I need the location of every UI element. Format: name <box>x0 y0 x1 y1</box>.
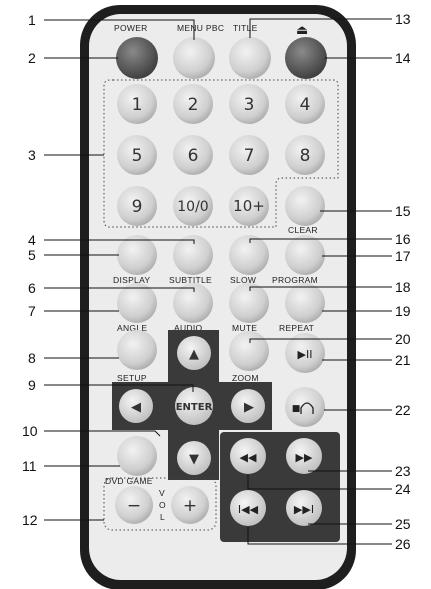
key-10-plus-label: 10+ <box>233 197 265 215</box>
callout-25: 25 <box>395 516 411 532</box>
callout-26: 26 <box>395 536 411 552</box>
callout-20: 20 <box>395 331 411 347</box>
key-10-0-label: 10/0 <box>177 199 208 215</box>
forward-icon: ▶▶ <box>296 451 313 464</box>
key-9-label: 9 <box>132 197 143 217</box>
repeat-button[interactable] <box>285 283 325 323</box>
arrow-down-icon: ▼ <box>189 452 199 467</box>
arrow-right-icon: ▶ <box>244 400 254 415</box>
program-label: PROGRAM <box>272 275 318 285</box>
setup-button[interactable] <box>117 330 157 370</box>
key-2-label: 2 <box>188 95 199 115</box>
volume-down-label: − <box>127 496 141 516</box>
display-label: DISPLAY <box>113 275 150 285</box>
dvd-game-button[interactable] <box>117 436 157 476</box>
key-3-label: 3 <box>244 95 255 115</box>
callout-18: 18 <box>395 279 411 295</box>
vol-label-o: O <box>159 500 166 510</box>
key-8-label: 8 <box>300 146 311 166</box>
callout-5: 5 <box>28 247 36 263</box>
enter-label: ENTER <box>176 402 213 413</box>
clear-button[interactable] <box>285 186 325 226</box>
callout-6: 6 <box>28 280 36 296</box>
menu-pbc-label: MENU PBC <box>177 23 224 33</box>
key-1-label: 1 <box>132 95 143 115</box>
eject-button[interactable] <box>285 37 327 79</box>
display-button[interactable] <box>117 235 157 275</box>
callout-13: 13 <box>395 11 411 27</box>
key-7-label: 7 <box>244 146 255 166</box>
callout-7: 7 <box>28 303 36 319</box>
volume-up-label: + <box>183 496 197 516</box>
mute-button[interactable] <box>229 283 269 323</box>
callout-17: 17 <box>395 248 411 264</box>
callout-14: 14 <box>395 50 411 66</box>
eject-icon: ⏏ <box>296 23 308 38</box>
program-button[interactable] <box>285 235 325 275</box>
callout-23: 23 <box>395 463 411 479</box>
repeat-label: REPEAT <box>279 323 314 333</box>
title-label: TITLE <box>233 23 258 33</box>
menu-pbc-button[interactable] <box>173 37 215 79</box>
callout-9: 9 <box>28 377 36 393</box>
vol-label-v: V <box>159 488 165 498</box>
previous-icon: I◀◀ <box>238 503 259 516</box>
zoom-button[interactable] <box>229 331 269 371</box>
audio-button[interactable] <box>173 283 213 323</box>
key-5-label: 5 <box>132 146 143 166</box>
callout-1: 1 <box>28 12 36 28</box>
zoom-label: ZOOM <box>232 373 259 383</box>
callout-22: 22 <box>395 402 411 418</box>
callout-2: 2 <box>28 50 36 66</box>
setup-label: SETUP <box>117 373 147 383</box>
play-pause-icon: ▶II <box>298 348 313 361</box>
callout-19: 19 <box>395 303 411 319</box>
next-icon: ▶▶I <box>294 503 314 516</box>
callout-21: 21 <box>395 352 411 368</box>
stop-icon: ■ <box>292 404 301 414</box>
callout-24: 24 <box>395 481 411 497</box>
key-6-label: 6 <box>188 146 199 166</box>
subtitle-button[interactable] <box>173 235 213 275</box>
arrow-up-icon: ▲ <box>189 347 199 362</box>
power-label: POWER <box>114 23 148 33</box>
callout-11: 11 <box>22 458 37 474</box>
vol-label-l: L <box>160 512 165 522</box>
callout-4: 4 <box>28 232 36 248</box>
power-button[interactable] <box>116 37 158 79</box>
callout-16: 16 <box>395 231 411 247</box>
callout-10: 10 <box>22 423 38 439</box>
key-4-label: 4 <box>300 95 311 115</box>
clear-label: CLEAR <box>288 225 318 235</box>
rewind-icon: ◀◀ <box>240 451 257 464</box>
callout-12: 12 <box>22 512 38 528</box>
arrow-left-icon: ◀ <box>131 400 141 415</box>
callout-8: 8 <box>28 350 36 366</box>
callout-3: 3 <box>28 147 36 163</box>
title-button[interactable] <box>229 37 271 79</box>
callout-15: 15 <box>395 203 411 219</box>
slow-button[interactable] <box>229 235 269 275</box>
angle-button[interactable] <box>117 283 157 323</box>
